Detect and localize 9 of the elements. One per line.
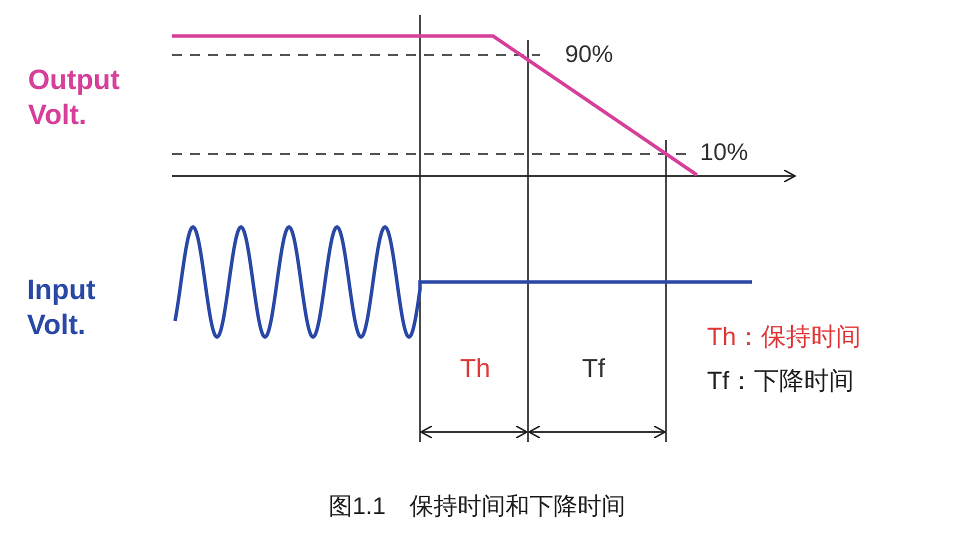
key-text: Tf：下降时间 [707,366,854,397]
interval-label: Tf [582,352,606,384]
percent-label: 10% [700,138,748,168]
interval-label: Th [460,352,490,384]
axis-label: Input Volt. [27,273,96,342]
percent-label: 90% [565,40,614,70]
key-text: Th：保持时间 [707,322,862,353]
figure-caption: 图1.1 保持时间和下降时间 [327,492,627,522]
axis-label: Output Volt. [28,63,121,132]
